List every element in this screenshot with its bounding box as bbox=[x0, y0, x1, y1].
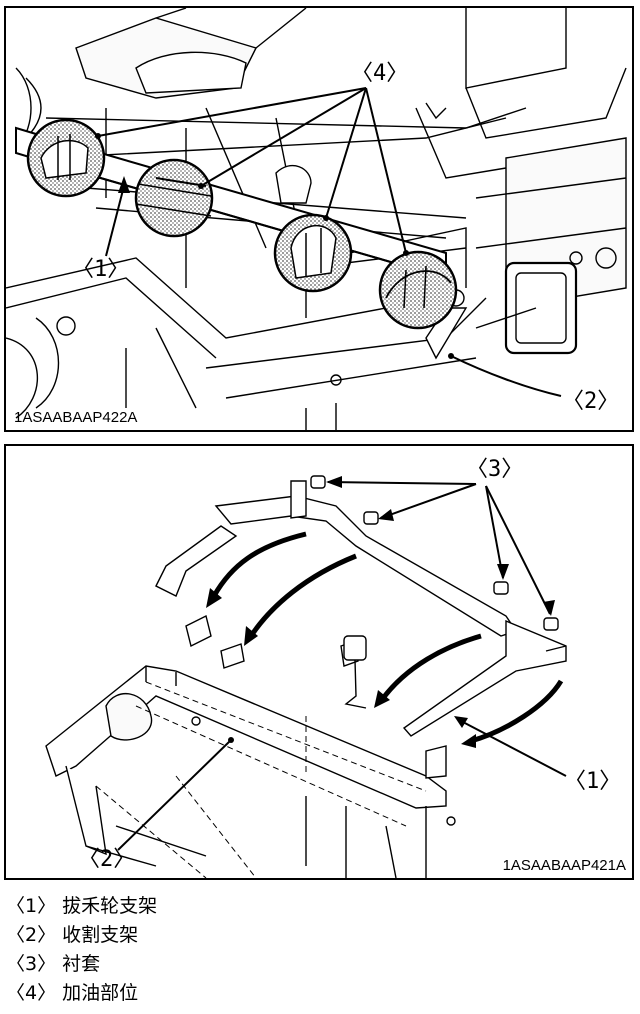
figure-support-assembly: 〈3〉 〈1〉 〈2〉 1ASAABAAP421A bbox=[4, 444, 634, 880]
work-lamp bbox=[343, 635, 367, 709]
figure-code: 1ASAABAAP422A bbox=[14, 409, 138, 426]
machine-drawing-top: 〈4〉 〈1〉 〈2〉 bbox=[6, 8, 627, 430]
arrow-heads bbox=[206, 588, 476, 748]
callout-2: 〈2〉 bbox=[562, 389, 619, 414]
legend: 〈1〉 拔禾轮支架 〈2〉 收割支架 〈3〉 衬套 〈4〉 加油部位 bbox=[6, 892, 157, 1008]
legend-item: 〈2〉 收割支架 bbox=[6, 921, 157, 950]
figure-code: 1ASAABAAP421A bbox=[502, 857, 626, 874]
reel-support-assembly bbox=[45, 475, 567, 878]
legend-num: 〈4〉 bbox=[6, 982, 57, 1004]
callout-3: 〈3〉 bbox=[466, 457, 523, 482]
grease-point-3 bbox=[273, 213, 353, 293]
grease-point-1 bbox=[26, 118, 106, 198]
grease-point-2 bbox=[134, 158, 214, 238]
legend-num: 〈3〉 bbox=[6, 953, 57, 975]
leader-2-fig2 bbox=[117, 737, 234, 851]
figure-greasing-points: 〈4〉 〈1〉 〈2〉 1ASAABAAP422A bbox=[4, 6, 634, 432]
leader-lines-3 bbox=[327, 481, 551, 615]
legend-text: 衬套 bbox=[62, 953, 101, 975]
leader-3-heads bbox=[326, 476, 555, 616]
grease-point-circles bbox=[26, 118, 458, 330]
callout-1: 〈1〉 bbox=[72, 257, 129, 282]
assembly-drawing: 〈3〉 〈1〉 〈2〉 bbox=[45, 457, 621, 878]
legend-num: 〈2〉 bbox=[6, 924, 57, 946]
legend-text: 加油部位 bbox=[62, 982, 139, 1004]
motion-arrows bbox=[211, 531, 564, 744]
legend-text: 拔禾轮支架 bbox=[62, 895, 158, 917]
legend-text: 收割支架 bbox=[62, 924, 139, 946]
leader-lines-4 bbox=[97, 87, 407, 254]
callout-1-fig2: 〈1〉 bbox=[564, 769, 621, 794]
callout-4: 〈4〉 bbox=[351, 61, 408, 86]
leader-1 bbox=[105, 176, 130, 257]
legend-item: 〈3〉 衬套 bbox=[6, 950, 157, 979]
leader-1-fig2 bbox=[454, 716, 567, 777]
legend-item: 〈4〉 加油部位 bbox=[6, 979, 157, 1008]
dashed-guides bbox=[95, 681, 427, 878]
grease-point-4 bbox=[378, 250, 458, 330]
callout-2-fig2: 〈2〉 bbox=[78, 847, 135, 872]
legend-item: 〈1〉 拔禾轮支架 bbox=[6, 892, 157, 921]
legend-num: 〈1〉 bbox=[6, 895, 57, 917]
leader-2 bbox=[448, 353, 562, 397]
